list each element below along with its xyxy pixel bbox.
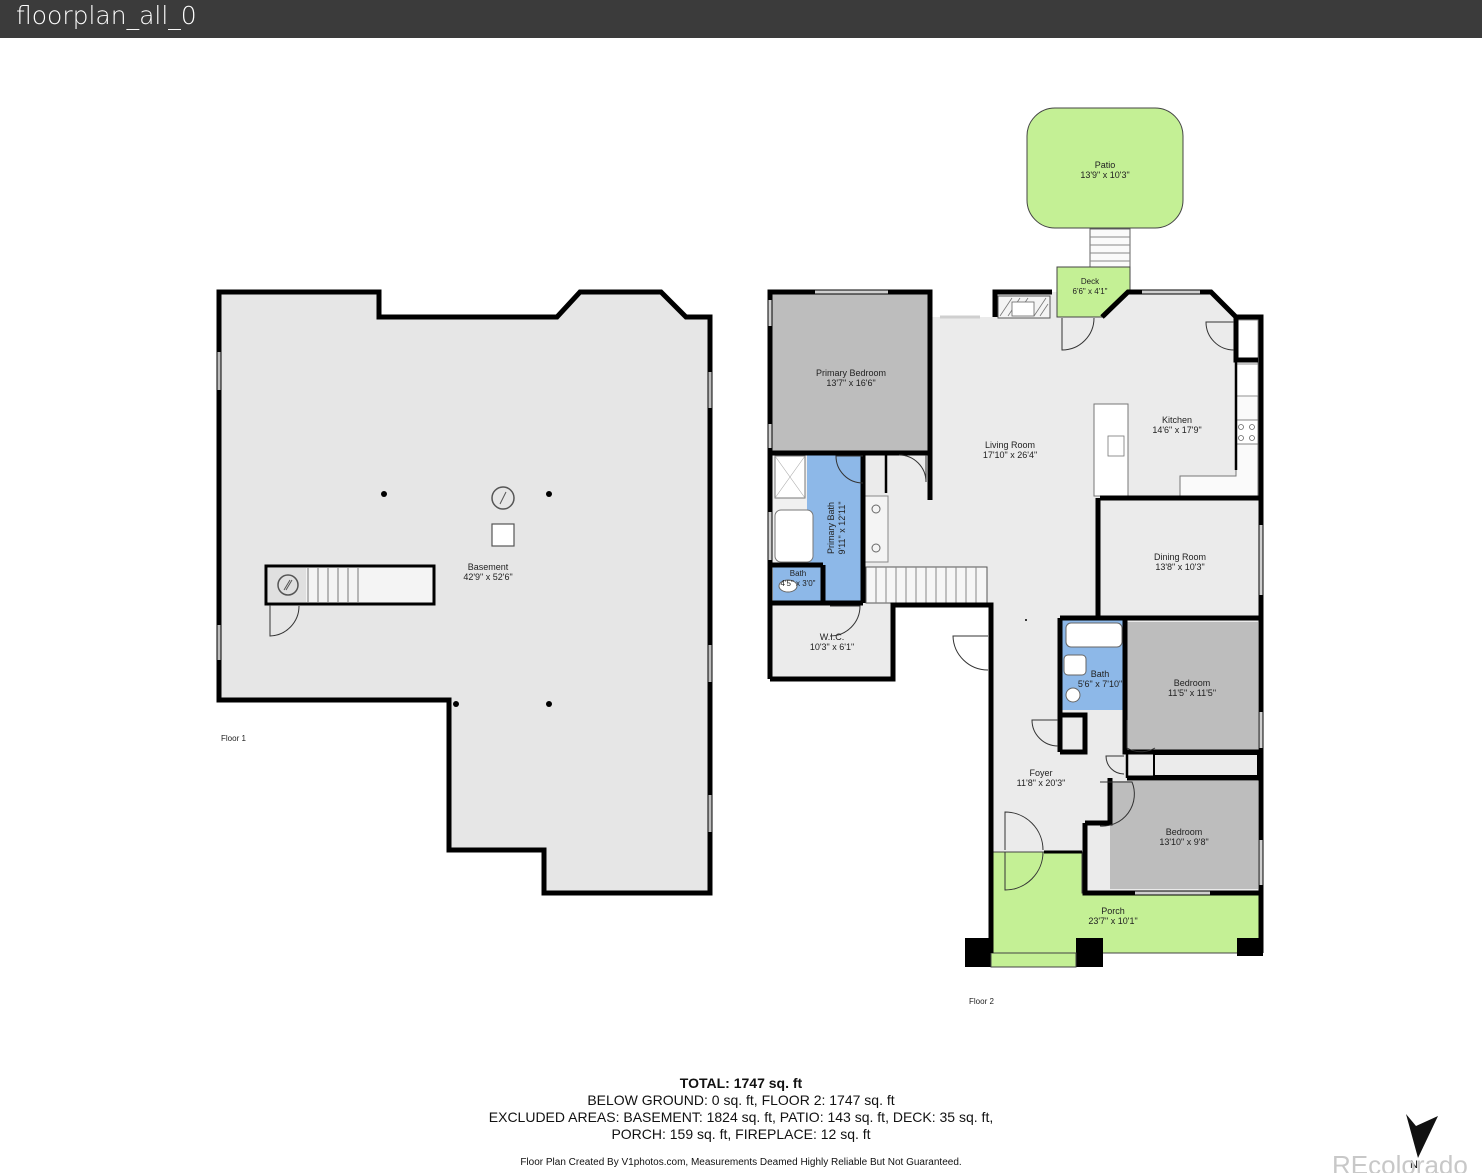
room-label-basement: Basement (468, 562, 509, 572)
room-label-porch: Porch (1101, 906, 1125, 916)
room-size-deck: 6'6" x 4'1" (1073, 287, 1108, 296)
plan-credit: Floor Plan Created By V1photos.com, Meas… (520, 1157, 962, 1168)
basement-stairs (264, 564, 436, 637)
bathtub-icon (1065, 622, 1123, 648)
walls (767, 289, 1264, 953)
floor-plan: Basement 42'9" x 52'6" Floor 1 Patio 13'… (216, 107, 1264, 1006)
north-arrow-icon (1406, 1114, 1438, 1158)
room-label-bath-small: Bath (790, 569, 806, 578)
room-size-primary-bedroom: 13'7" x 16'6" (826, 378, 875, 388)
porch-column (1076, 938, 1103, 967)
room-size-porch: 23'7" x 10'1" (1088, 916, 1137, 926)
room-size-basement: 42'9" x 52'6" (463, 572, 512, 582)
excluded-areas-cont: PORCH: 159 sq. ft, FIREPLACE: 12 sq. ft (611, 1126, 871, 1142)
toilet-icon (778, 579, 798, 593)
room-label-bath: Bath (1091, 669, 1110, 679)
support-posts (381, 491, 552, 707)
room-size-bedroom-2: 13'10" x 9'8" (1159, 837, 1208, 847)
toilet-icon (1063, 654, 1087, 676)
sink-icon (871, 504, 881, 514)
door-swings (829, 317, 1235, 891)
furnace-icon (491, 486, 515, 510)
room-size-bath-small: 4'5" x 3'0" (781, 579, 816, 588)
room-size-wic: 10'3" x 6'1" (810, 642, 854, 652)
room-size-primary-bath: 9'11" x 12'11" (837, 501, 847, 554)
room-size-dining-room: 13'8" x 10'3" (1155, 562, 1204, 572)
stove-icon (1235, 419, 1259, 445)
room-label-living-room: Living Room (985, 440, 1035, 450)
room-label-deck: Deck (1081, 277, 1100, 286)
room-label-bedroom-2: Bedroom (1166, 827, 1203, 837)
sink-icon (1065, 687, 1081, 703)
room-label-kitchen: Kitchen (1162, 415, 1192, 425)
main-floor: Patio 13'9" x 10'3" Deck 6'6" x 4'1" Pri… (767, 107, 1264, 968)
patio (1026, 107, 1184, 229)
deck-steps (1089, 228, 1131, 268)
walk-in-closet (772, 605, 891, 677)
basement-area (216, 289, 713, 896)
room-label-primary-bedroom: Primary Bedroom (816, 368, 886, 378)
title-bar: floorplan_all_0 (0, 0, 1482, 38)
room-size-bath: 5'6" x 7'10" (1078, 679, 1122, 689)
primary-bedroom (772, 294, 928, 452)
watermark: REcolorado (1332, 1150, 1468, 1173)
bedroom-2 (1110, 781, 1258, 889)
window-title: floorplan_all_0 (16, 1, 197, 30)
dining-room (1102, 502, 1258, 616)
room-size-patio: 13'9" x 10'3" (1080, 170, 1129, 180)
excluded-areas: EXCLUDED AREAS: BASEMENT: 1824 sq. ft, P… (488, 1109, 994, 1125)
total-area: TOTAL: 1747 sq. ft (679, 1075, 803, 1091)
floor2-label: Floor 2 (969, 997, 994, 1006)
main-stairs (865, 566, 988, 604)
room-size-living-room: 17'10" x 26'4" (983, 450, 1037, 460)
room-size-bedroom-1: 11'5" x 11'5" (1168, 688, 1216, 698)
area-breakdown: BELOW GROUND: 0 sq. ft, FLOOR 2: 1747 sq… (587, 1092, 895, 1108)
room-label-patio: Patio (1095, 160, 1116, 170)
room-label-dining-room: Dining Room (1154, 552, 1206, 562)
bedroom-1 (1127, 622, 1258, 750)
room-label-bedroom-1: Bedroom (1174, 678, 1211, 688)
room-label-primary-bath: Primary Bath (826, 502, 836, 554)
bathtub-icon (774, 509, 814, 563)
porch-column (1237, 938, 1263, 956)
door-swing (269, 605, 300, 637)
north-label: N (1410, 1159, 1418, 1171)
basement-floor: Basement 42'9" x 52'6" (216, 289, 713, 896)
sink-icon (1107, 435, 1125, 457)
water-heater-icon (277, 574, 299, 596)
floor1-label: Floor 1 (221, 734, 246, 743)
sink-icon (871, 543, 881, 553)
utility-box (491, 523, 515, 547)
room-size-foyer: 11'8" x 20'3" (1017, 778, 1066, 788)
room-label-wic: W.I.C. (820, 632, 845, 642)
room-label-foyer: Foyer (1029, 768, 1052, 778)
room-size-kitchen: 14'6" x 17'9" (1152, 425, 1201, 435)
porch-column (965, 938, 992, 967)
